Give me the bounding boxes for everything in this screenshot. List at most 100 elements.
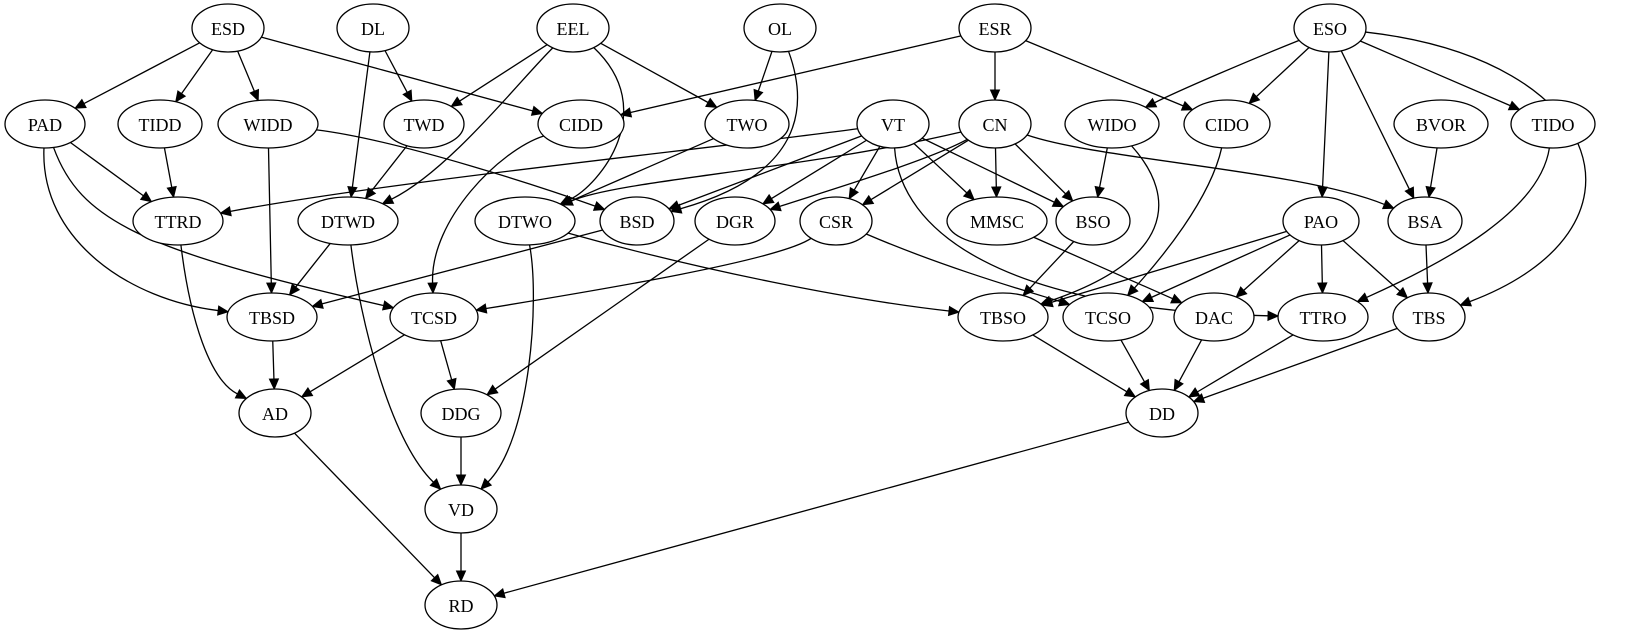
arrowhead-icon bbox=[1404, 186, 1415, 200]
edge-ttro-to-dd bbox=[1187, 334, 1294, 398]
edge-ddg-to-vd bbox=[455, 437, 467, 487]
node-label: CIDO bbox=[1205, 115, 1249, 135]
arrowhead-icon bbox=[1180, 100, 1194, 111]
arrowhead-icon bbox=[455, 474, 467, 487]
edge-pao-to-tbs bbox=[1342, 240, 1409, 299]
node-bsa: BSA bbox=[1387, 196, 1463, 246]
arrowhead-icon bbox=[139, 191, 153, 203]
node-label: TIDD bbox=[139, 115, 182, 135]
arrowhead-icon bbox=[1170, 293, 1183, 304]
edge-line bbox=[678, 135, 862, 206]
arrowhead-icon bbox=[962, 188, 976, 201]
arrowhead-icon bbox=[480, 477, 493, 490]
node-bvor: BVOR bbox=[1393, 99, 1489, 149]
edge-cidd-to-tcsd bbox=[427, 135, 544, 295]
edge-line bbox=[1366, 147, 1551, 299]
edge-line bbox=[384, 50, 408, 93]
edge-cn-to-bso bbox=[1014, 143, 1074, 202]
arrowhead-icon bbox=[266, 282, 277, 295]
edge-cn-to-csr bbox=[861, 139, 969, 206]
node-label: DTWD bbox=[321, 212, 375, 232]
node-shape bbox=[389, 292, 479, 342]
edge-esd-to-cidd bbox=[261, 36, 544, 116]
node-wido: WIDO bbox=[1064, 99, 1160, 149]
edge-line bbox=[350, 244, 434, 483]
node-label: AD bbox=[262, 404, 288, 424]
edge-dl-to-twd bbox=[384, 50, 413, 103]
edge-line bbox=[1197, 334, 1294, 393]
node-shape bbox=[424, 484, 498, 534]
node-label: BVOR bbox=[1416, 115, 1466, 135]
node-label: TBS bbox=[1412, 308, 1445, 328]
arrowhead-icon bbox=[430, 573, 443, 586]
edge-line bbox=[994, 147, 997, 188]
node-label: DGR bbox=[716, 212, 754, 232]
edge-line bbox=[779, 138, 968, 208]
node-dtwd: DTWD bbox=[297, 196, 399, 246]
edge-line bbox=[1425, 244, 1429, 284]
arrowhead-icon bbox=[455, 570, 467, 583]
arrowhead-icon bbox=[705, 97, 718, 108]
arrowhead-icon bbox=[381, 300, 395, 311]
edge-line bbox=[494, 238, 710, 390]
edge-vt-to-csr bbox=[848, 146, 881, 200]
edge-esr-to-cidd bbox=[619, 35, 962, 118]
edge-csr-to-tcso bbox=[866, 233, 1071, 307]
node-rd: RD bbox=[424, 580, 498, 630]
node-shape bbox=[743, 3, 817, 53]
node-ol: OL bbox=[743, 3, 817, 53]
edge-dtwd-to-tbsd bbox=[288, 243, 331, 296]
node-tbs: TBS bbox=[1392, 292, 1466, 342]
edge-dtwd-to-vd bbox=[350, 244, 442, 491]
arrowhead-icon bbox=[1317, 282, 1328, 295]
node-shape bbox=[1055, 196, 1131, 246]
arrowhead-icon bbox=[753, 88, 764, 102]
node-shape bbox=[856, 99, 930, 149]
arrowhead-icon bbox=[1267, 310, 1280, 322]
arrowhead-icon bbox=[486, 384, 499, 396]
node-shape bbox=[4, 99, 86, 149]
edge-bsd-to-tbsd bbox=[311, 229, 603, 309]
node-label: TTRD bbox=[155, 212, 202, 232]
arrowhead-icon bbox=[768, 201, 782, 212]
edge-eel-to-twd bbox=[450, 44, 548, 108]
node-label: DTWO bbox=[498, 212, 552, 232]
arrowhead-icon bbox=[1141, 292, 1155, 303]
edge-line bbox=[230, 128, 858, 212]
node-twd: TWD bbox=[383, 99, 465, 149]
edge-line bbox=[568, 232, 950, 312]
arrowhead-icon bbox=[402, 89, 413, 103]
node-shape bbox=[1393, 99, 1489, 149]
edge-line bbox=[1098, 147, 1108, 189]
node-cn: CN bbox=[958, 99, 1032, 149]
edge-line bbox=[294, 432, 435, 579]
node-label: EEL bbox=[557, 19, 590, 39]
edge-line bbox=[261, 36, 533, 112]
node-label: PAD bbox=[28, 115, 62, 135]
edge-cido-to-tcso bbox=[1126, 147, 1223, 297]
node-label: MMSC bbox=[970, 212, 1024, 232]
edge-bsa-to-tbs bbox=[1422, 244, 1433, 295]
node-shape bbox=[1125, 388, 1199, 438]
node-eel: EEL bbox=[536, 3, 610, 53]
arrowhead-icon bbox=[1192, 393, 1206, 404]
node-shape bbox=[537, 99, 625, 149]
arrowhead-icon bbox=[991, 186, 1002, 199]
edge-dl-to-dtwd bbox=[347, 51, 371, 199]
edge-line bbox=[371, 145, 408, 192]
node-label: ESD bbox=[211, 19, 245, 39]
edge-line bbox=[1342, 240, 1401, 292]
edge-line bbox=[1032, 334, 1128, 393]
edge-wido-to-bso bbox=[1094, 147, 1108, 199]
arrowhead-icon bbox=[1356, 292, 1370, 303]
node-shape bbox=[799, 196, 873, 246]
edge-line bbox=[1255, 47, 1310, 98]
arrowhead-icon bbox=[474, 303, 488, 314]
node-label: TCSO bbox=[1085, 308, 1131, 328]
edge-line bbox=[680, 51, 799, 210]
node-shape bbox=[1277, 292, 1369, 342]
edge-line bbox=[757, 51, 773, 92]
edge-dtwo-to-tbso bbox=[568, 232, 961, 317]
node-label: CN bbox=[982, 115, 1007, 135]
